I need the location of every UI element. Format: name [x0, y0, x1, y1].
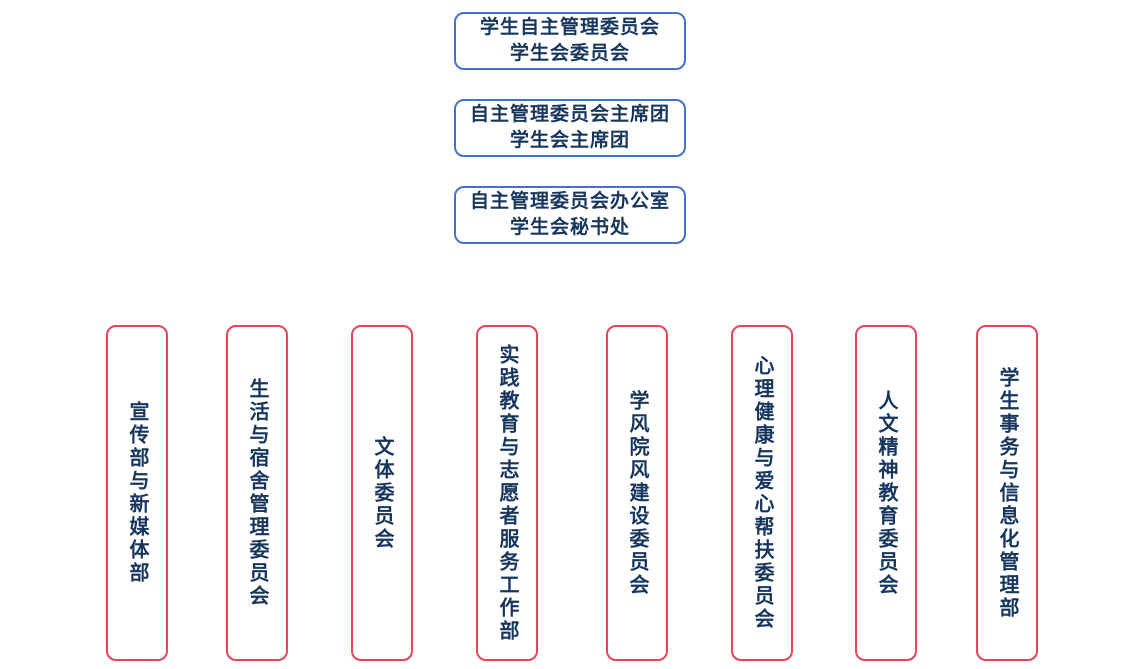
- org-box-dept-humanistic-education: 人文精神教育委员会: [855, 325, 917, 661]
- org-box-dept-mental-health: 心理健康与爱心帮扶委员会: [731, 325, 793, 661]
- dept-label: 实践教育与志愿者服务工作部: [496, 343, 518, 643]
- org-box-dept-practice-volunteer: 实践教育与志愿者服务工作部: [476, 325, 538, 661]
- org-box-presidium: 自主管理委员会主席团 学生会主席团: [454, 99, 686, 157]
- org-box-dept-life-dormitory: 生活与宿舍管理委员会: [226, 325, 288, 661]
- org-box-dept-student-affairs-it: 学生事务与信息化管理部: [976, 325, 1038, 661]
- org-box-dept-culture-sports: 文体委员会: [351, 325, 413, 661]
- org-box-line-2: 学生会秘书处: [509, 217, 630, 238]
- org-box-line-1: 学生自主管理委员会: [479, 17, 660, 39]
- dept-label: 学生事务与信息化管理部: [996, 366, 1018, 620]
- org-box-student-committee: 学生自主管理委员会 学生会委员会: [454, 12, 686, 70]
- dept-label: 生活与宿舍管理委员会: [246, 378, 268, 608]
- dept-label: 人文精神教育委员会: [875, 389, 897, 597]
- org-box-line-2: 学生会委员会: [509, 43, 630, 64]
- dept-label: 心理健康与爱心帮扶委员会: [751, 355, 773, 631]
- dept-label: 宣传部与新媒体部: [126, 401, 148, 585]
- org-box-line-1: 自主管理委员会主席团: [469, 104, 670, 126]
- org-box-line-2: 学生会主席团: [509, 130, 630, 151]
- org-box-dept-publicity-newmedia: 宣传部与新媒体部: [106, 325, 168, 661]
- org-box-office-secretariat: 自主管理委员会办公室 学生会秘书处: [454, 186, 686, 244]
- dept-label: 学风院风建设委员会: [626, 389, 648, 597]
- org-box-dept-study-style: 学风院风建设委员会: [606, 325, 668, 661]
- dept-label: 文体委员会: [371, 435, 393, 551]
- org-box-line-1: 自主管理委员会办公室: [469, 191, 670, 213]
